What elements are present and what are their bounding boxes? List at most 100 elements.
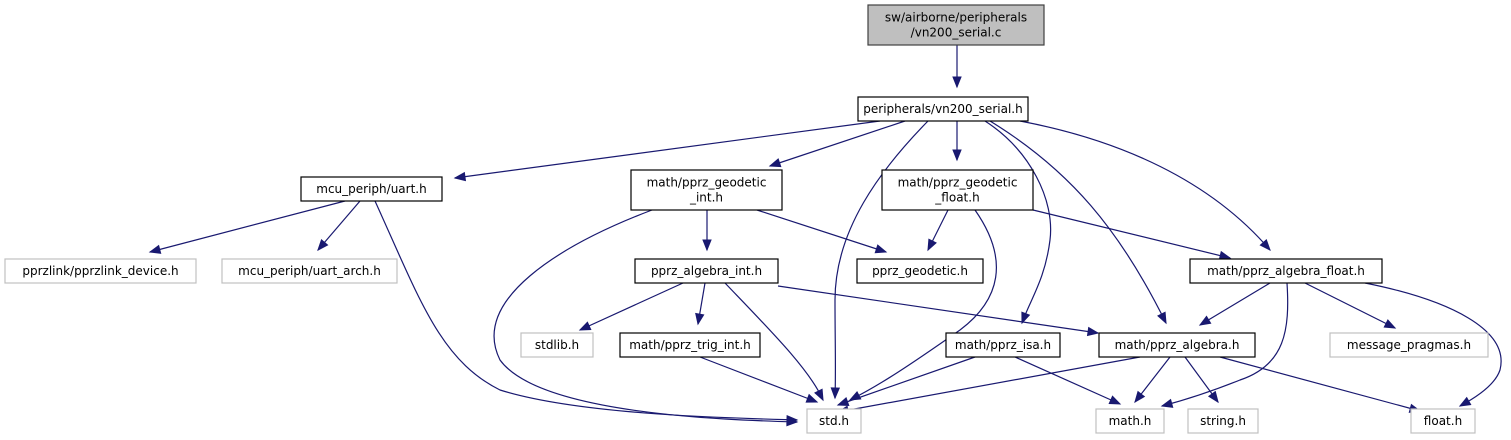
node-root[interactable]: sw/airborne/peripherals/vn200_serial.c <box>867 4 1045 46</box>
node-label: message_pragmas.h <box>1347 338 1471 352</box>
edge-pprz_algebra_float_h-to-pprz_algebra_h <box>1198 282 1271 326</box>
nodes-layer: sw/airborne/peripherals/vn200_serial.cpe… <box>4 4 1489 434</box>
node-box <box>630 169 783 211</box>
edge-pprz_geodetic_int_h-to-pprz_algebra_int_h <box>702 210 712 252</box>
node-label: pprzlink/pprzlink_device.h <box>22 264 178 278</box>
edge-line <box>834 120 929 399</box>
node-label: pprz_geodetic.h <box>872 264 968 278</box>
node-label: mcu_periph/uart_arch.h <box>238 264 381 278</box>
arrowhead-icon <box>1157 311 1167 325</box>
node-pprz-algebra-int-h[interactable]: pprz_algebra_int.h <box>634 258 779 284</box>
node-float-h: float.h <box>1410 408 1476 434</box>
node-box <box>1329 332 1489 358</box>
node-box <box>1410 408 1476 434</box>
arrowhead-icon <box>1458 396 1472 407</box>
edges-layer <box>148 45 1502 427</box>
edge-pprz_geodetic_float_h-to-std_h <box>848 209 997 401</box>
node-label: math/pprz_algebra.h <box>1115 338 1240 352</box>
edge-pprz_geodetic_int_h-to-std_h <box>493 209 799 427</box>
edge-pprz_algebra_int_h-to-std_h <box>724 282 824 402</box>
edge-uart_h-to-pprzlink_device_h <box>148 200 346 254</box>
arrowhead-icon <box>952 149 962 162</box>
arrowhead-icon <box>695 312 705 326</box>
node-pprz-algebra-float-h[interactable]: math/pprz_algebra_float.h <box>1189 258 1383 284</box>
node-label: _int.h <box>689 191 723 205</box>
arrowhead-icon <box>453 171 467 182</box>
node-label: stdlib.h <box>535 338 579 352</box>
node-box <box>806 408 862 434</box>
arrowhead-icon <box>702 239 712 252</box>
node-std-h: std.h <box>806 408 862 434</box>
edge-line <box>1219 356 1421 412</box>
edge-line <box>989 120 1167 324</box>
node-math-h: math.h <box>1095 408 1165 434</box>
node-label: math.h <box>1109 414 1152 428</box>
edge-line <box>984 120 1052 324</box>
arrowhead-icon <box>1134 390 1146 404</box>
arrowhead-icon <box>1108 395 1122 405</box>
edge-pprz_algebra_int_h-to-stdlib_h <box>578 282 684 331</box>
arrowhead-icon <box>1218 250 1232 261</box>
edge-line <box>317 200 361 251</box>
edge-pprz_algebra_h-to-std_h <box>836 356 1141 415</box>
arrowhead-icon <box>1021 311 1031 325</box>
node-label: math/pprz_algebra_float.h <box>1207 264 1365 278</box>
node-box <box>867 4 1045 46</box>
node-label: math/pprz_geodetic <box>898 176 1018 190</box>
node-vn200-serial-h[interactable]: peripherals/vn200_serial.h <box>857 96 1029 122</box>
node-pprz-isa-h[interactable]: math/pprz_isa.h <box>945 332 1061 358</box>
edge-vn200_serial_h-to-uart_h <box>453 120 881 182</box>
edge-pprz_geodetic_int_h-to-pprz_geodetic_h <box>756 209 888 254</box>
arrowhead-icon <box>952 76 962 89</box>
node-label: math/pprz_trig_int.h <box>629 338 751 352</box>
edge-pprz_algebra_h-to-math_h <box>1134 356 1171 404</box>
edge-vn200_serial_h-to-pprz_algebra_float_h <box>1019 120 1271 252</box>
node-pprz-algebra-h[interactable]: math/pprz_algebra.h <box>1098 332 1256 358</box>
node-uart-h[interactable]: mcu_periph/uart.h <box>300 176 443 202</box>
node-label: pprz_algebra_int.h <box>651 264 762 278</box>
node-label: std.h <box>819 414 849 428</box>
node-box <box>619 332 761 358</box>
node-pprz-trig-int-h[interactable]: math/pprz_trig_int.h <box>619 332 761 358</box>
edge-line <box>769 120 906 167</box>
arrowhead-icon <box>1383 319 1397 329</box>
node-label: math/pprz_isa.h <box>955 338 1051 352</box>
arrowhead-icon <box>148 244 162 254</box>
node-box <box>857 96 1029 122</box>
arrowhead-icon <box>317 238 329 252</box>
edge-line <box>1161 282 1289 407</box>
edge-pprz_algebra_int_h-to-pprz_trig_int_h <box>695 282 706 326</box>
node-string-h: string.h <box>1187 408 1259 434</box>
edge-vn200_serial_h-to-std_h <box>830 120 929 400</box>
edge-pprz_algebra_h-to-float_h <box>1219 356 1422 413</box>
edge-line <box>849 209 997 401</box>
node-box <box>221 258 398 284</box>
arrowhead-icon <box>1086 326 1100 337</box>
node-label: /vn200_serial.c <box>911 26 1002 40</box>
edge-line <box>777 285 1099 334</box>
arrowhead-icon <box>1207 390 1219 404</box>
node-message-pragmas-h: message_pragmas.h <box>1329 332 1489 358</box>
arrowhead-icon <box>830 387 841 400</box>
edge-line <box>1032 209 1231 259</box>
node-pprz-geodetic-float-h[interactable]: math/pprz_geodetic_float.h <box>881 169 1034 211</box>
edge-line <box>1304 282 1396 329</box>
arrowhead-icon <box>768 158 782 168</box>
node-label: math/pprz_geodetic <box>647 176 767 190</box>
arrowhead-icon <box>578 321 592 331</box>
edge-vn200_serial_h-to-pprz_geodetic_int_h <box>768 120 906 168</box>
node-label: _float.h <box>934 191 979 205</box>
node-box <box>300 176 443 202</box>
arrowhead-icon <box>786 416 799 427</box>
node-box <box>1189 258 1383 284</box>
arrowhead-icon <box>814 388 824 402</box>
node-label: float.h <box>1424 414 1462 428</box>
node-uart-arch-h: mcu_periph/uart_arch.h <box>221 258 398 284</box>
edge-line <box>724 282 824 401</box>
node-label: peripherals/vn200_serial.h <box>863 102 1022 116</box>
node-pprz-geodetic-h[interactable]: pprz_geodetic.h <box>856 258 984 284</box>
node-pprz-geodetic-int-h[interactable]: math/pprz_geodetic_int.h <box>630 169 783 211</box>
edge-uart_h-to-std_h <box>374 200 799 425</box>
edge-pprz_algebra_h-to-string_h <box>1184 356 1219 404</box>
